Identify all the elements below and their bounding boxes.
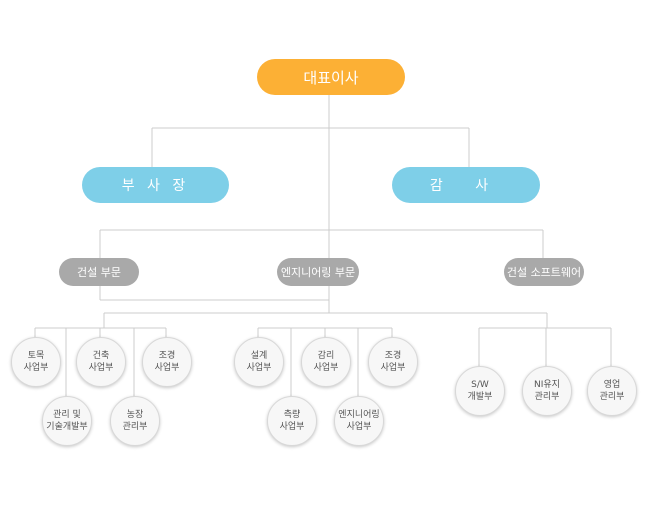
unit-node: 조경 사업부 [368,337,418,387]
division-software: 건설 소프트웨어 [504,258,584,286]
unit-node: 측량 사업부 [267,396,317,446]
unit-node: 영업 관리부 [587,366,637,416]
unit-label: NI유지 관리부 [534,380,560,402]
unit-node: 조경 사업부 [142,337,192,387]
vice-president-label: 부 사 장 [121,178,190,194]
division-engineering-label: 엔지니어링 부문 [280,266,356,279]
unit-node: 감리 사업부 [301,337,351,387]
unit-label: 조경 사업부 [154,351,180,373]
unit-node: 설계 사업부 [234,337,284,387]
division-construction-label: 건설 부문 [77,266,121,279]
unit-node: 토목 사업부 [11,337,61,387]
unit-label: 영업 관리부 [599,380,625,402]
division-software-label: 건설 소프트웨어 [506,266,582,279]
unit-label: 조경 사업부 [380,351,406,373]
unit-label: 건축 사업부 [88,351,114,373]
auditor-node: 감 사 [392,167,540,203]
division-engineering: 엔지니어링 부문 [277,258,359,286]
unit-label: S/W 개발부 [467,380,493,402]
unit-label: 감리 사업부 [313,351,339,373]
vice-president-node: 부 사 장 [82,167,229,203]
unit-label: 관리 및 기술개발부 [46,410,88,432]
unit-label: 설계 사업부 [246,351,272,373]
unit-label: 엔지니어링 사업부 [338,410,380,432]
auditor-label: 감 사 [429,178,503,194]
unit-node: 관리 및 기술개발부 [42,396,92,446]
unit-label: 농장 관리부 [122,410,148,432]
unit-node: NI유지 관리부 [522,366,572,416]
unit-node: 농장 관리부 [110,396,160,446]
unit-node: 건축 사업부 [76,337,126,387]
unit-node: 엔지니어링 사업부 [334,396,384,446]
unit-label: 토목 사업부 [23,351,49,373]
unit-label: 측량 사업부 [279,410,305,432]
division-construction: 건설 부문 [59,258,139,286]
ceo-node: 대표이사 [257,59,405,95]
unit-node: S/W 개발부 [455,366,505,416]
ceo-label: 대표이사 [303,68,359,87]
